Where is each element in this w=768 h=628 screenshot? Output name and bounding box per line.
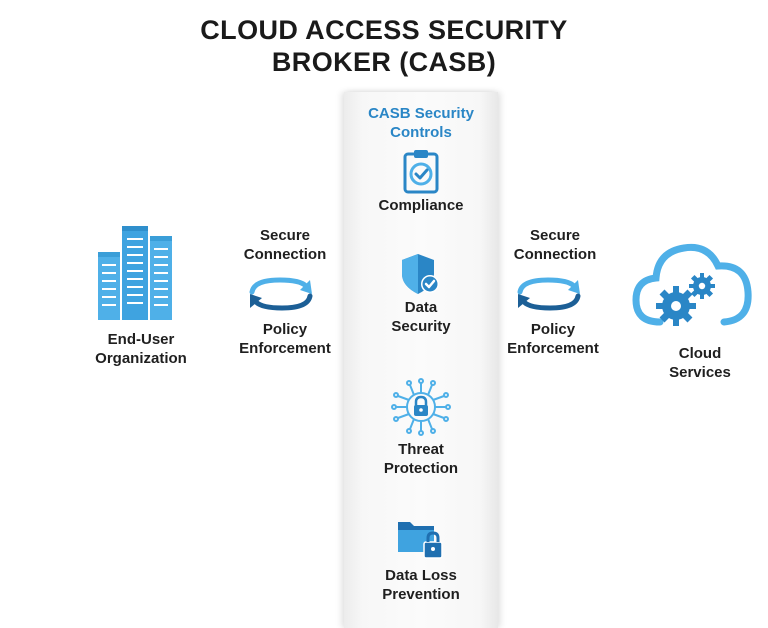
right-exchange-arrows-icon [514,276,584,312]
control-label-data-loss-prevention: Data Loss Prevention [382,567,460,603]
title-line-2: BROKER (CASB) [271,47,497,77]
left-policy-enforcement-label: Policy Enforcement [239,321,331,357]
shield-check-icon [400,252,440,296]
left-secure-connection-label: Secure Connection [243,227,327,263]
cloud-gears-icon [630,236,754,334]
control-label-compliance: Compliance [378,197,464,214]
end-user-organization-label: End-User Organization [95,331,187,367]
control-label-threat-protection: Threat Protection [383,441,459,477]
buildings-icon [96,224,174,320]
control-label-data-security: Data Security [391,299,451,335]
left-exchange-arrows-icon [246,276,316,312]
title-line-1: CLOUD ACCESS SECURITY [200,15,568,45]
clipboard-check-icon [402,148,440,194]
folder-lock-icon [396,516,446,560]
right-policy-enforcement-label: Policy Enforcement [507,321,599,357]
circuit-lock-icon [390,378,452,436]
right-secure-connection-label: Secure Connection [513,227,597,263]
casb-controls-heading: CASB Security Controls [368,105,474,141]
cloud-services-label: Cloud Services [669,345,731,381]
diagram-title: CLOUD ACCESS SECURITY BROKER (CASB) [0,14,768,78]
